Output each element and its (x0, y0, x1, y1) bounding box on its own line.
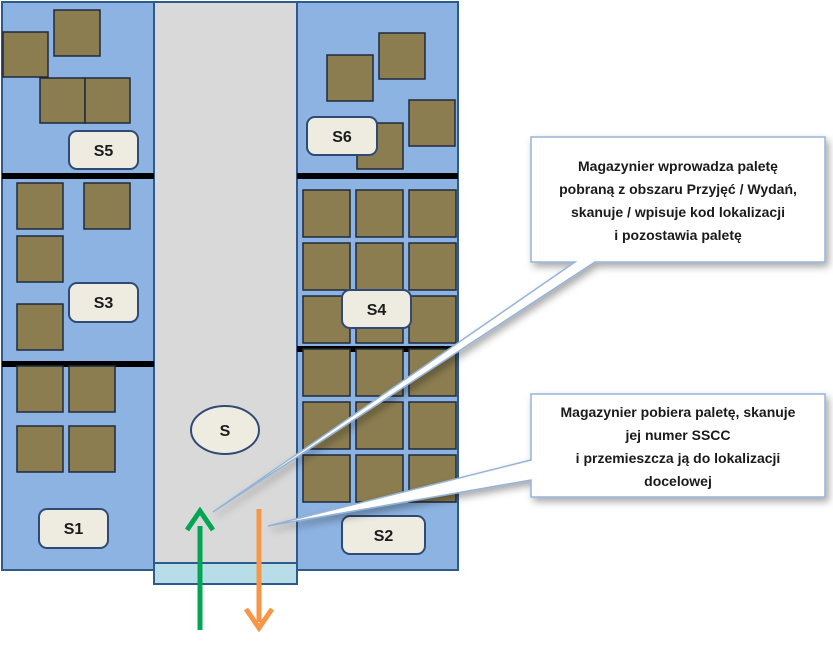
pallet (378, 32, 426, 80)
zone-label-s6[interactable]: S6 (306, 116, 378, 156)
pallet (16, 303, 64, 351)
callout-pick-line-4: docelowej (644, 473, 712, 489)
pallet (68, 425, 116, 473)
zone-label-s3[interactable]: S3 (68, 282, 139, 323)
callout-pick-text: Magazynier pobiera paletę, skanuje jej n… (561, 404, 796, 489)
zone-label-s2[interactable]: S2 (341, 515, 426, 555)
callout-pick-line-2: jej numer SSCC (624, 427, 730, 443)
pallet (408, 189, 457, 238)
pallet (326, 54, 374, 102)
pallet (302, 348, 351, 397)
callout-put-away-line-4: i pozostawia paletę (614, 227, 742, 243)
pallet (83, 182, 131, 230)
zone-label-s6-text: S6 (332, 129, 352, 146)
callout-pick-line-3: i przemieszcza ją do lokalizacji (576, 450, 781, 466)
right-divider-top (297, 173, 458, 179)
pallet (355, 189, 404, 238)
callout-put-away (212, 136, 826, 513)
arrow-inbound (184, 506, 216, 630)
zone-label-s4[interactable]: S4 (341, 289, 412, 329)
callout-pick-line-1: Magazynier pobiera paletę, skanuje (561, 404, 796, 420)
pallet (302, 454, 351, 503)
zone-label-s5-text: S5 (94, 143, 114, 160)
left-divider-top (2, 173, 154, 179)
pallet (408, 401, 457, 450)
pallet (302, 242, 351, 291)
callout-put-away-line-3: skanuje / wpisuje kod lokalizacji (571, 204, 785, 220)
pallet (16, 365, 64, 413)
zone-label-s2-text: S2 (374, 528, 394, 545)
zone-label-s[interactable]: S (190, 405, 260, 455)
pallet (355, 401, 404, 450)
pallet (39, 77, 86, 124)
zone-label-s-text: S (220, 423, 231, 440)
callout-put-away-line-1: Magazynier wprowadza paletę (578, 158, 778, 174)
zone-label-s4-text: S4 (367, 302, 387, 319)
zone-label-s1-text: S1 (64, 521, 84, 538)
pallet (355, 242, 404, 291)
pallet (2, 31, 49, 78)
aisle-entry (153, 562, 298, 585)
callout-put-away-line-2: pobraną z obszaru Przyjęć / Wydań, (559, 181, 797, 197)
pallet (84, 77, 131, 124)
callout-pick (267, 393, 826, 527)
zone-label-s5[interactable]: S5 (68, 130, 139, 170)
pallet (68, 365, 116, 413)
left-divider-bottom (2, 361, 154, 367)
pallet (408, 242, 457, 291)
pallet (16, 425, 64, 473)
zone-label-s1[interactable]: S1 (38, 508, 109, 549)
pallet (53, 9, 101, 57)
callout-put-away-text: Magazynier wprowadza paletę pobraną z ob… (559, 158, 797, 243)
pallet (408, 295, 457, 344)
pallet (408, 99, 456, 147)
pallet (16, 235, 64, 283)
pallet (16, 182, 64, 230)
arrow-outbound (243, 509, 275, 633)
central-aisle (153, 1, 298, 565)
zone-label-s3-text: S3 (94, 295, 114, 312)
pallet (302, 189, 351, 238)
